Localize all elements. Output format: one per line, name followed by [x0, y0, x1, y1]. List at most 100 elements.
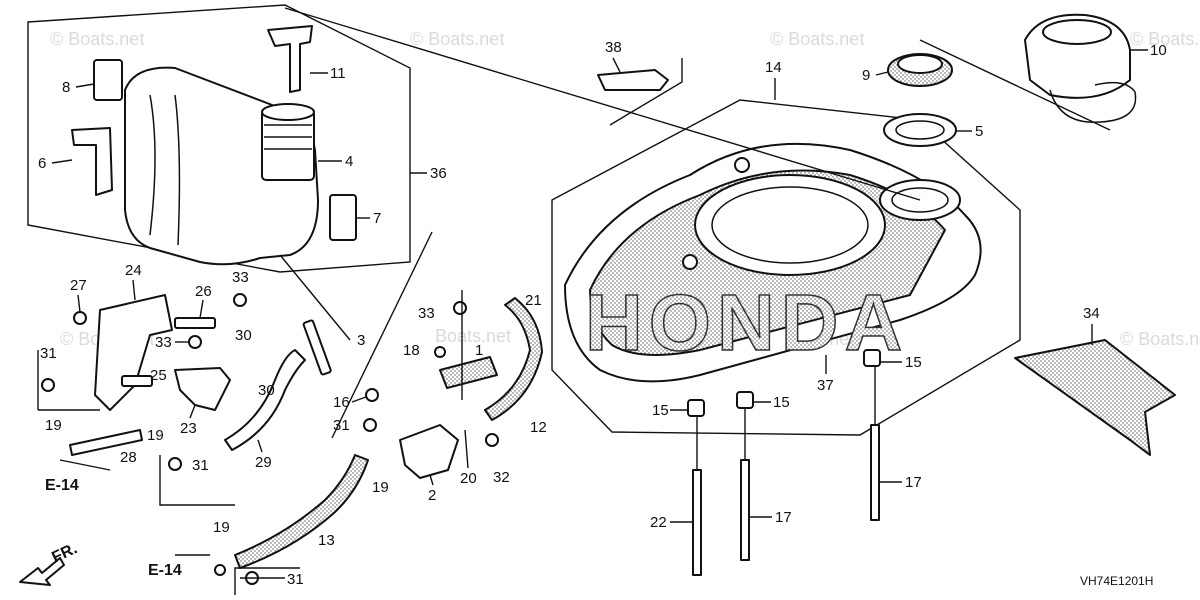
part-3: 3 — [279, 254, 365, 376]
callout-7: 7 — [373, 210, 381, 227]
clamp-33c[interactable] — [188, 335, 202, 349]
callout-11: 11 — [330, 65, 346, 82]
callout-24: 24 — [125, 262, 142, 279]
callout-23: 23 — [180, 420, 197, 437]
tank-filler-opening — [261, 103, 315, 121]
tube-13-frame — [234, 567, 300, 595]
callout-31c: 31 — [333, 417, 350, 434]
ref-e14-bottom: E-14 — [148, 562, 182, 579]
callout-18: 18 — [403, 342, 420, 359]
front-label: FR. — [49, 540, 80, 566]
cover-clip[interactable] — [597, 69, 669, 91]
callout-15c: 15 — [905, 354, 922, 371]
fuel-filter-seal[interactable] — [883, 113, 957, 147]
callout-10: 10 — [1150, 42, 1167, 59]
fuel-tube-29[interactable] — [224, 349, 306, 451]
joint-group-frame — [331, 231, 463, 439]
cock-group-frame — [37, 350, 235, 506]
bolt-26[interactable] — [174, 317, 216, 329]
callout-16: 16 — [333, 394, 350, 411]
clamp-33b[interactable] — [453, 301, 467, 315]
cover-large-opening — [694, 174, 886, 276]
tank-cushion-lower[interactable] — [329, 194, 357, 241]
callout-17b: 17 — [775, 509, 792, 526]
watermark: © Boats.net — [1130, 29, 1200, 49]
grommet-15b[interactable] — [736, 391, 754, 409]
tank-clip[interactable] — [267, 25, 313, 93]
clamp-31c[interactable] — [363, 418, 377, 432]
filler-ring-top — [897, 54, 943, 74]
clamp-31b[interactable] — [168, 457, 182, 471]
fuel-cock[interactable] — [174, 367, 231, 411]
tank-group-frame — [27, 4, 411, 273]
callout-33a: 33 — [232, 269, 249, 286]
watermark: © Boats.net — [410, 29, 504, 49]
cover-opening-rim — [711, 186, 869, 264]
clip-19d[interactable] — [214, 564, 226, 576]
front-arrow-icon — [19, 557, 65, 586]
front-indicator: FR. — [19, 540, 80, 586]
watermark: Boats.net — [435, 326, 511, 346]
bolt-25[interactable] — [121, 375, 153, 387]
callout-38: 38 — [605, 39, 622, 56]
callout-3: 3 — [357, 332, 365, 349]
cover-mount-boss — [682, 254, 698, 270]
fuel-joint-group: 2 1 12 20 21 33 18 32 — [331, 231, 547, 504]
callout-13: 13 — [318, 532, 335, 549]
fuel-tube-28[interactable] — [69, 429, 143, 456]
part-34: 34 — [1014, 305, 1176, 456]
stud-17b[interactable] — [740, 459, 750, 561]
callout-31a: 31 — [40, 345, 57, 362]
stud-22[interactable] — [692, 469, 702, 576]
clamp-32[interactable] — [485, 433, 499, 447]
tank-cushion-upper[interactable] — [93, 59, 123, 101]
callout-9: 9 — [862, 67, 870, 84]
drain-bolt[interactable] — [302, 319, 332, 376]
callout-19a: 19 — [45, 417, 62, 434]
callout-12: 12 — [530, 419, 547, 436]
fuel-cap-group: 9 5 10 — [862, 13, 1167, 147]
callout-31d: 31 — [287, 571, 304, 588]
callout-17c: 17 — [905, 474, 922, 491]
washer-16[interactable] — [365, 388, 379, 402]
cover-plate[interactable] — [1014, 339, 1176, 456]
tank-rib — [174, 94, 181, 246]
watermark: © Boats.net — [770, 29, 864, 49]
fuel-tube-12[interactable] — [484, 297, 543, 421]
cover-group-frame — [551, 99, 1021, 436]
callout-33c: 33 — [155, 334, 172, 351]
mounting-hardware: 15 15 15 17 17 22 — [650, 349, 922, 576]
assembly-line — [284, 7, 921, 201]
watermark: © Boats.net — [50, 29, 144, 49]
fuel-cock-bracket[interactable] — [94, 294, 173, 411]
bolt-18[interactable] — [434, 346, 446, 358]
callout-2: 2 — [428, 487, 436, 504]
callout-14: 14 — [765, 59, 782, 76]
grommet-15a[interactable] — [687, 399, 705, 417]
clamp-33a[interactable] — [233, 293, 247, 307]
callout-8: 8 — [62, 79, 70, 96]
fuel-tube-1[interactable] — [439, 356, 498, 389]
callout-19b: 19 — [147, 427, 164, 444]
callout-5: 5 — [975, 123, 983, 140]
grommet-15c[interactable] — [863, 349, 881, 367]
callout-22: 22 — [650, 514, 667, 531]
ref-e14-left: E-14 — [45, 477, 79, 494]
fuel-tank-group: 8 6 11 4 7 36 — [27, 4, 447, 273]
tank-cushion-side[interactable] — [71, 127, 113, 196]
fuel-tube-13[interactable] — [234, 454, 369, 569]
callout-4: 4 — [345, 153, 353, 170]
callout-33b: 33 — [418, 305, 435, 322]
fuel-joint[interactable] — [399, 424, 459, 479]
fuel-cap-tether — [1049, 81, 1137, 123]
fuel-line-group: 13 16 31 19 19 31 E-14 — [148, 388, 389, 595]
diagram-code: VH74E1201H — [1080, 574, 1153, 588]
stud-17c[interactable] — [870, 424, 880, 521]
clamp-31a[interactable] — [41, 378, 55, 392]
bolt-27[interactable] — [73, 311, 87, 325]
callout-15a: 15 — [652, 402, 669, 419]
fuel-cap-top — [1042, 19, 1112, 45]
part-38-frame — [609, 58, 683, 126]
e14-pointer — [59, 459, 111, 471]
